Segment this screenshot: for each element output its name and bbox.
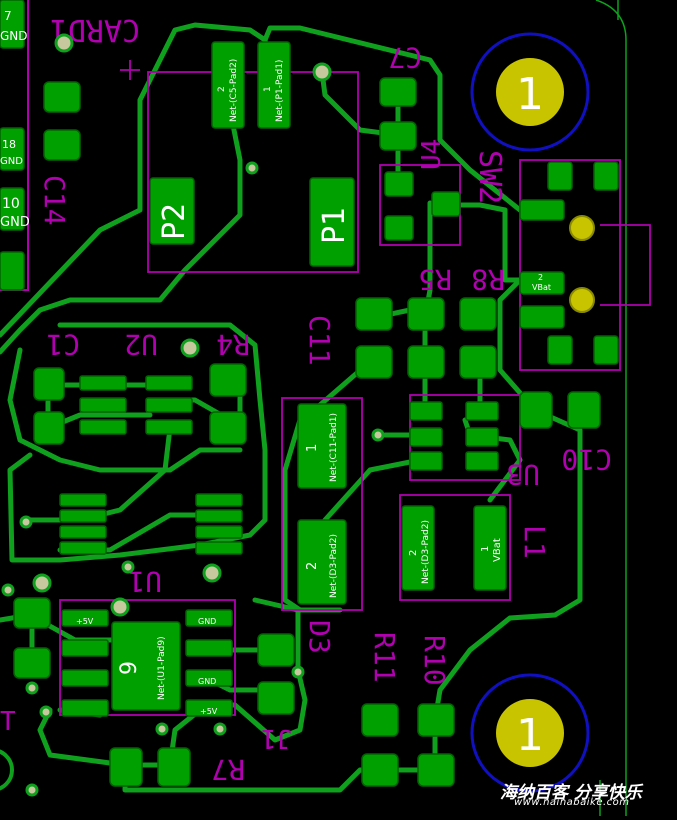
pad-l1-vbat-net: VBat	[492, 538, 503, 562]
pad-l1-vbat-num: 1	[480, 546, 491, 552]
left-hole	[0, 749, 14, 791]
hole-bottom-label: 1	[516, 710, 544, 761]
pad-u1-9-net: Net-(U1-Pad9)	[157, 636, 167, 700]
ref-u3: U3	[506, 458, 540, 491]
vias	[1, 33, 385, 797]
pad-u1-5v-b: +5V	[76, 617, 94, 626]
smd-pads	[0, 0, 619, 787]
ref-r4: R4	[216, 328, 250, 361]
ref-d3: D3	[303, 620, 336, 654]
ref-c1: C1	[46, 328, 80, 361]
pad-labels: P2 P1 2 Net-(C5-Pad2) 1 Net-(P1-Pad1) 1 …	[0, 9, 551, 716]
mounting-hole-bottom[interactable]: 1	[470, 673, 590, 793]
watermark: 海纳百客 分享快乐 www.hainabaike.com	[500, 778, 672, 808]
ref-left-t: T	[0, 707, 16, 737]
hole-top-label: 1	[516, 69, 544, 120]
pad-sw2-num: 2	[538, 273, 543, 282]
ref-r11: R11	[368, 632, 401, 683]
ref-r5: R5	[418, 263, 452, 296]
card-gnd-2: GND	[0, 156, 23, 167]
pad-p2-label: P2	[157, 203, 192, 240]
card-gnd-3: GND	[0, 215, 30, 230]
pad-d3-num: 2	[305, 562, 320, 570]
pad-c11-net: Net-(C11-Pad1)	[329, 413, 339, 482]
ref-j1: J1	[261, 723, 292, 753]
pad-c5-net: Net-(C5-Pad2)	[229, 59, 239, 122]
ref-u1: U1	[128, 565, 162, 598]
pad-c11-num: 1	[305, 444, 320, 452]
pad-p1-pad1-num: 1	[263, 86, 273, 92]
ref-sw2: SW2	[472, 150, 507, 204]
watermark-url: www.hainabaike.com	[514, 797, 630, 808]
card-pin-10: 10	[2, 196, 20, 212]
pad-u1-gnd-b: GND	[198, 677, 216, 686]
silkscreen-outlines	[59, 60, 651, 716]
pad-u1-5v: +5V	[200, 707, 218, 716]
pad-u1-gnd-a: GND	[198, 617, 216, 626]
pad-p1-pad1-net: Net-(P1-Pad1)	[275, 60, 285, 122]
pad-l1-d3-net: Net-(D3-Pad2)	[421, 520, 431, 584]
pad-d3-net: Net-(D3-Pad2)	[329, 534, 339, 598]
ref-l1: L1	[518, 525, 551, 559]
card-pin-7: 7	[4, 9, 12, 23]
pad-c5-num: 2	[217, 86, 227, 92]
ref-r7: R7	[211, 753, 245, 786]
mounting-hole-top[interactable]: 1	[470, 32, 590, 152]
ref-r10: R10	[418, 635, 451, 686]
pad-sw2-net: VBat	[532, 283, 551, 292]
ref-c14: C14	[38, 175, 71, 226]
pad-p1-label: P1	[317, 207, 352, 244]
card-gnd-1: GND	[0, 29, 28, 43]
ref-c10: C10	[561, 443, 612, 476]
sw2-hole	[569, 215, 595, 241]
card-pin-18: 18	[2, 138, 16, 151]
ref-r8: R8	[471, 263, 505, 296]
ref-u2: U2	[124, 328, 158, 361]
ref-c11: C11	[303, 315, 336, 366]
sw2-hole-2	[569, 287, 595, 313]
board-outline	[595, 0, 627, 816]
ref-u4: U4	[417, 139, 447, 170]
ref-c7: C7	[388, 41, 422, 74]
pad-l1-d3-num: 2	[408, 550, 419, 556]
pad-u1-9-num: 9	[117, 661, 142, 675]
silkscreen-labels: CARD1 C7 U4 SW2 C14 R5 R8 C11 U2 R4 C1 C…	[0, 12, 612, 786]
watermark-chinese: 海纳百客 分享快乐	[500, 783, 642, 803]
